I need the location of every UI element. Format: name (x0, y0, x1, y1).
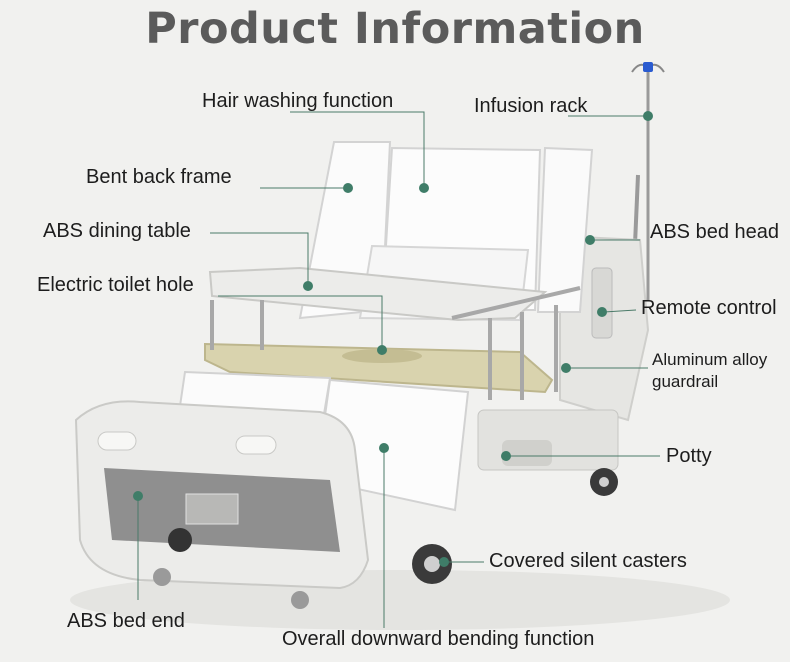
label-abs-bed-end: ABS bed end (67, 610, 185, 632)
label-bent-back-frame: Bent back frame (86, 166, 232, 188)
abs-bed-end-icon (74, 400, 370, 590)
aluminum-alloy-guardrail-icon (210, 286, 581, 400)
label-abs-dining-table: ABS dining table (43, 220, 191, 242)
label-abs-bed-head: ABS bed head (650, 221, 779, 243)
page-title: Product Information (145, 4, 645, 54)
covered-silent-casters-icon (153, 468, 618, 609)
label-overall-downward-bending: Overall downward bending function (282, 628, 595, 650)
marker-dots (133, 111, 653, 567)
label-aluminum-alloy: Aluminum alloy (652, 350, 768, 369)
label-remote-control: Remote control (641, 297, 777, 319)
label-electric-toilet-hole: Electric toilet hole (37, 274, 194, 296)
label-guardrail: guardrail (652, 372, 719, 391)
abs-dining-table-icon (208, 266, 548, 322)
label-potty: Potty (666, 445, 712, 467)
label-hair-washing: Hair washing function (202, 90, 394, 112)
label-covered-silent-casters: Covered silent casters (489, 550, 687, 572)
label-infusion-rack: Infusion rack (474, 95, 588, 117)
potty-icon (477, 409, 619, 471)
leader-lines (137, 111, 660, 628)
